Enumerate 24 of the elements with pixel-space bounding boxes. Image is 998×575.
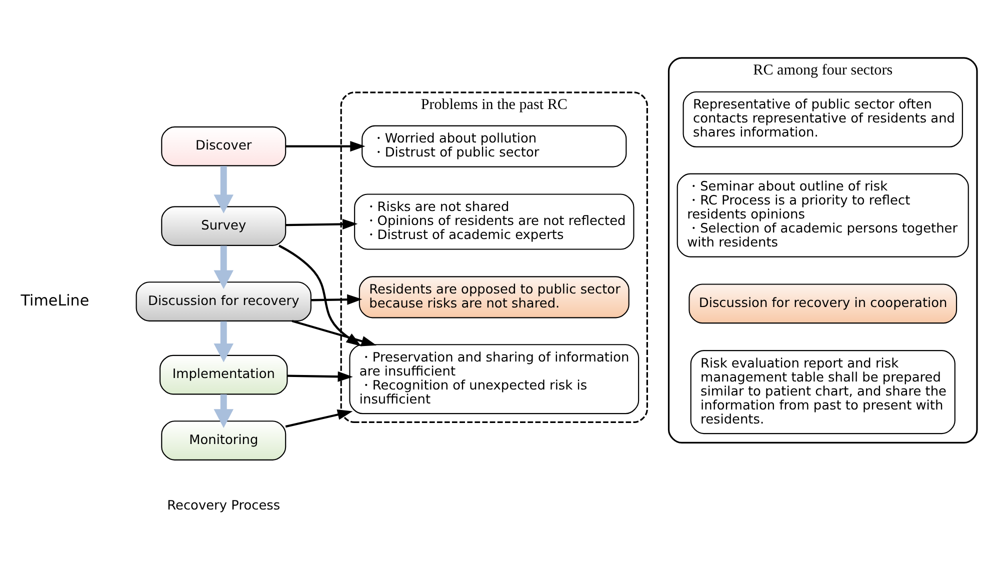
- label: TimeLine: [20, 292, 90, 310]
- node-box: Representative of public sector often contacts representative of residents and shares information.: [682, 91, 963, 148]
- node-box: ・Preservation and sharing of information are insufficient ・Recognition of unexpected risk is insufficient: [349, 344, 640, 414]
- node-box: Implementation: [160, 354, 288, 395]
- node-box: Monitoring: [161, 420, 286, 460]
- node-box: Discover: [161, 126, 286, 166]
- arrow: [286, 141, 366, 152]
- node-box: Discussion for recovery: [136, 282, 312, 322]
- label: Recovery Process: [167, 498, 280, 514]
- arrow: [214, 394, 234, 428]
- arrow: [287, 371, 353, 382]
- arrow: [214, 246, 234, 289]
- arrow: [285, 409, 353, 428]
- arrow: [214, 321, 234, 362]
- node-box: Residents are opposed to public sector because risks are not shared.: [358, 276, 630, 318]
- arrow: [286, 218, 358, 230]
- node-box: Survey: [161, 206, 286, 246]
- node-box: Discussion for recovery in cooperation: [688, 284, 958, 324]
- arrow: [311, 294, 362, 305]
- node-box: ・Worried about pollution ・Distrust of public sector: [362, 125, 627, 168]
- node-box: ・Seminar about outline of risk ・RC Process is a priority to reflect residents opinions ・Selection of academic persons together with residents: [676, 173, 969, 258]
- node-box: ・Risks are not shared ・Opinions of residents are not reflected ・Distrust of academic experts: [354, 194, 634, 250]
- arrow: [214, 166, 234, 214]
- node-box: Risk evaluation report and risk management table shall be prepared similar to patient chart, and share the information from past to present with residents.: [690, 350, 956, 434]
